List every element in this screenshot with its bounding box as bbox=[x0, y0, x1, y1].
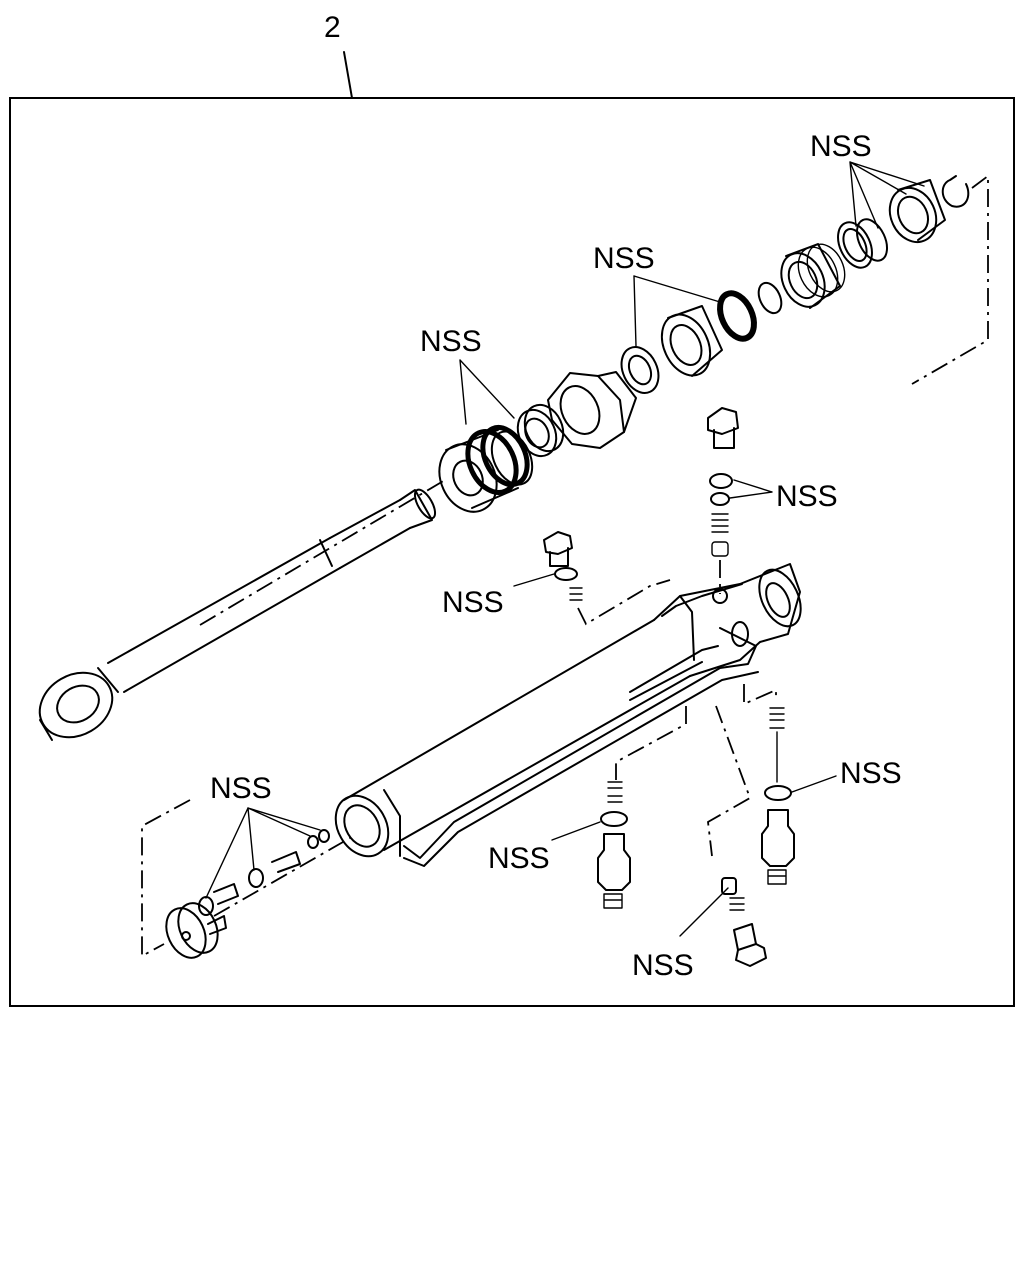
snap-ring bbox=[941, 175, 970, 208]
callout-number: 2 bbox=[324, 11, 341, 44]
piston bbox=[438, 425, 534, 513]
leader-top-right bbox=[849, 161, 925, 229]
backup-ring bbox=[757, 281, 783, 315]
diagram-frame bbox=[9, 97, 1015, 1007]
seal-ring bbox=[620, 346, 660, 394]
mid-valve-axis bbox=[615, 706, 687, 780]
bottom-port-plug bbox=[733, 923, 767, 967]
label-end-cap-seals: NSS bbox=[210, 772, 272, 805]
leader-bottom-plug bbox=[679, 887, 729, 937]
spring-upper bbox=[711, 513, 729, 533]
callout-leader bbox=[343, 51, 353, 99]
label-check-valve-mid: NSS bbox=[488, 842, 550, 875]
seal-washer-upper bbox=[710, 492, 730, 506]
washer-left bbox=[554, 567, 578, 581]
end-ring bbox=[888, 179, 946, 244]
label-valve-washer-left: NSS bbox=[442, 586, 504, 619]
bottom-plug-sleeve bbox=[721, 877, 737, 895]
check-valve-right bbox=[761, 809, 795, 885]
check-valve-mid bbox=[597, 833, 631, 909]
leader-piston-seals bbox=[459, 359, 515, 425]
head-seals bbox=[837, 218, 889, 269]
leader-valve-left bbox=[513, 573, 555, 587]
leader-upper-mid bbox=[633, 275, 721, 347]
bleed-screw-left bbox=[543, 531, 573, 567]
spring-left bbox=[569, 587, 583, 601]
right-valve-axis bbox=[743, 684, 777, 706]
left-valve-axis bbox=[577, 579, 671, 626]
bottom-plug-axis bbox=[707, 705, 752, 857]
gland bbox=[660, 305, 723, 377]
washer-upper bbox=[709, 473, 733, 489]
rod-axis-line bbox=[199, 479, 446, 626]
bleed-screw-upper bbox=[707, 407, 739, 449]
mid-valve-washer bbox=[600, 811, 628, 827]
mid-valve-spring bbox=[607, 781, 623, 803]
hydraulic-tube bbox=[403, 627, 759, 867]
label-seal-kit-top-right: NSS bbox=[810, 130, 872, 163]
leader-check-valve-right bbox=[791, 775, 837, 793]
label-grease-fitting-washers: NSS bbox=[776, 480, 838, 513]
label-check-valve-right: NSS bbox=[840, 757, 902, 790]
cylinder-head bbox=[780, 243, 846, 309]
label-piston-seals: NSS bbox=[420, 325, 482, 358]
piston-rod bbox=[38, 488, 437, 741]
label-bottom-port-plug: NSS bbox=[632, 949, 694, 982]
bottom-plug-spring bbox=[729, 897, 745, 911]
right-valve-spring bbox=[769, 707, 785, 729]
wear-ring bbox=[516, 403, 565, 458]
end-cap-axis bbox=[213, 837, 351, 917]
end-cap bbox=[165, 902, 219, 959]
o-ring bbox=[717, 290, 757, 342]
right-valve-washer bbox=[764, 785, 792, 801]
seal-kit-bracket bbox=[911, 174, 989, 385]
cylinder-barrel bbox=[334, 563, 802, 858]
piston-nut bbox=[547, 371, 637, 449]
label-seal-kit-upper-mid: NSS bbox=[593, 242, 655, 275]
leader-grease-fitting bbox=[729, 479, 773, 499]
end-cap-seals bbox=[198, 829, 330, 935]
leader-end-cap bbox=[205, 807, 321, 899]
ball-upper bbox=[711, 541, 729, 557]
leader-check-valve-mid bbox=[551, 821, 601, 841]
